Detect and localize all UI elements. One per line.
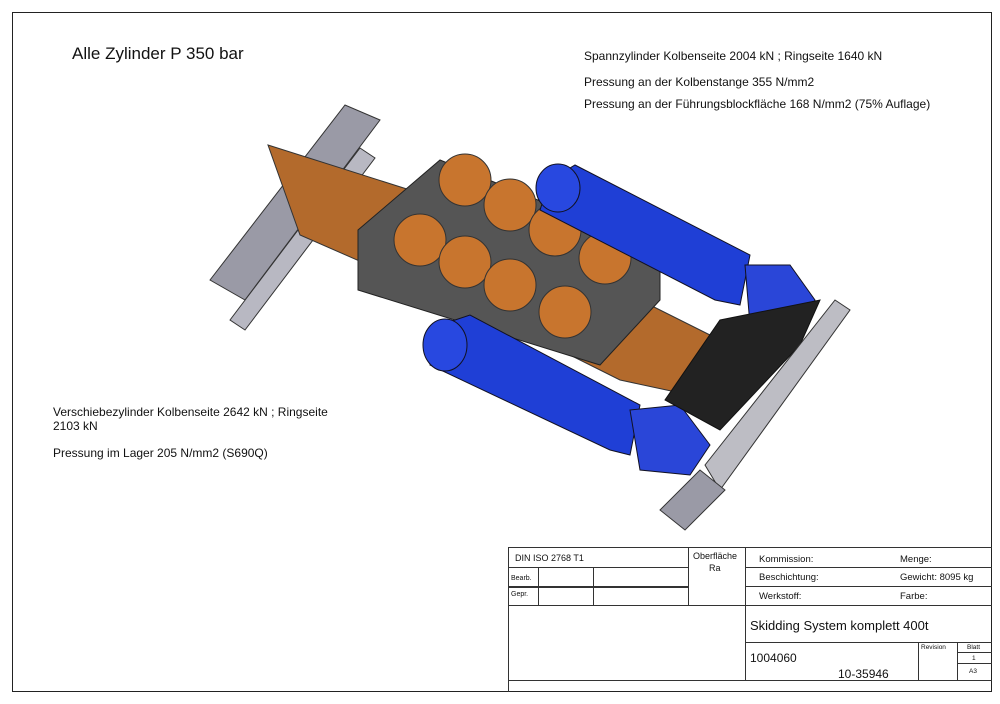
- wedge-block: [664, 299, 821, 431]
- werkstoff-label: Werkstoff:: [759, 591, 802, 602]
- note-verschiebezylinder-2: 2103 kN: [53, 419, 98, 433]
- i-beam-right: [659, 469, 726, 531]
- revision-label: Revision: [921, 644, 946, 651]
- note-verschiebezylinder: Verschiebezylinder Kolbenseite 2642 kN ;…: [53, 405, 328, 419]
- note-lager: Pressung im Lager 205 N/mm2 (S690Q): [53, 446, 268, 460]
- beschichtung-label: Beschichtung:: [759, 572, 819, 583]
- menge-label: Menge:: [900, 554, 932, 565]
- drawing-name: Skidding System komplett 400t: [750, 618, 929, 633]
- note-kolbenstange: Pressung an der Kolbenstange 355 N/mm2: [584, 75, 815, 89]
- gear-units: [393, 153, 632, 339]
- gewicht-value: Gewicht: 8095 kg: [900, 572, 974, 583]
- drawing-frame: [12, 12, 992, 692]
- note-spannzylinder: Spannzylinder Kolbenseite 2004 kN ; Ring…: [584, 49, 883, 63]
- hydraulic-cylinder-bottom: [422, 314, 711, 476]
- tolerance-standard: DIN ISO 2768 T1: [515, 553, 584, 563]
- drawing-number: 10-35946: [838, 667, 889, 681]
- surface-ra: Ra: [709, 563, 721, 573]
- pressure-title: Alle Zylinder P 350 bar: [72, 44, 244, 63]
- surface-label: Oberfläche: [693, 551, 738, 561]
- farbe-label: Farbe:: [900, 591, 928, 602]
- kommission-label: Kommission:: [759, 554, 814, 565]
- note-fuehrungsblock: Pressung an der Führungsblockfläche 168 …: [584, 97, 931, 111]
- blatt-label: Blatt: [967, 644, 981, 651]
- bearb-label: Bearb.: [511, 575, 532, 582]
- gepr-label: Gepr.: [511, 591, 529, 598]
- blatt-number: 1: [972, 655, 976, 662]
- sheet-format: A3: [969, 668, 977, 675]
- part-number: 1004060: [750, 651, 797, 665]
